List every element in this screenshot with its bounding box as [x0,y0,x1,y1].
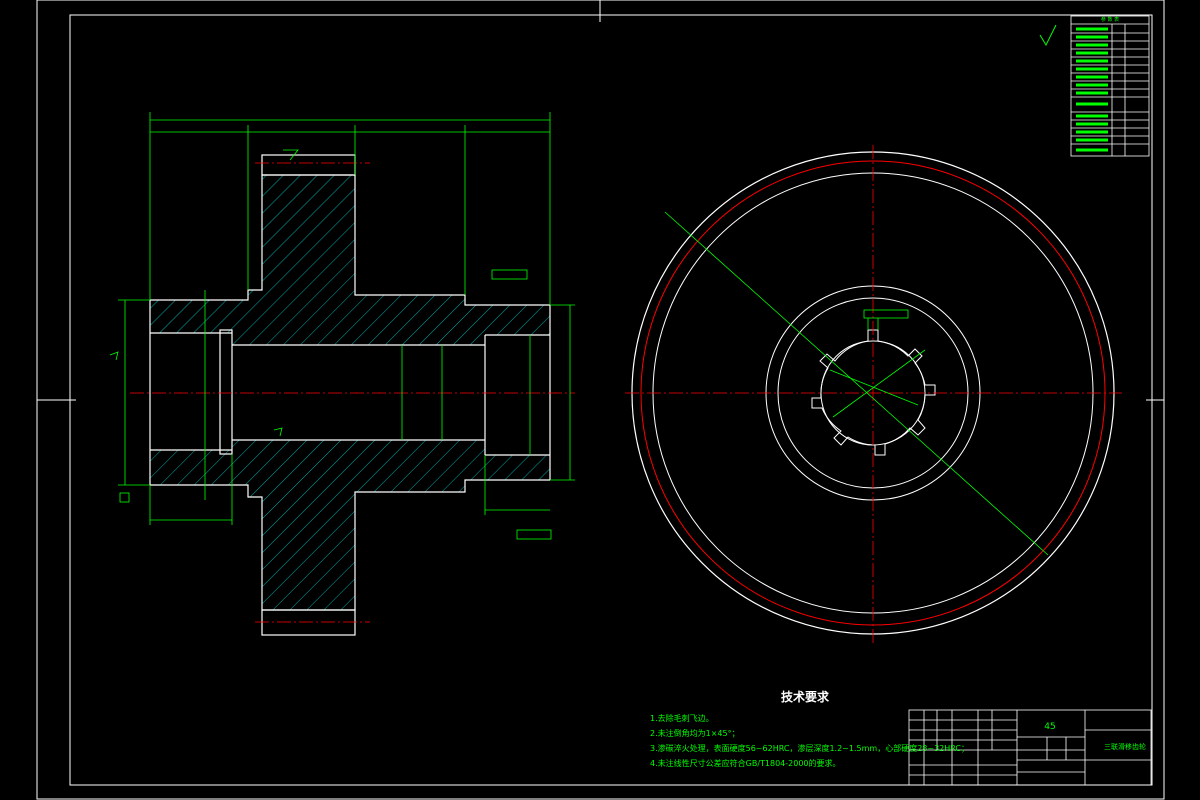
end-view-dimensions [664,211,1049,556]
parameter-table-header: 参 数 表 [1071,16,1149,24]
part-name: 三联滑移齿轮 [1104,743,1146,751]
end-view-centerlines [625,145,1122,645]
param-table-cells [1076,27,1108,152]
technical-requirements: 技术要求 1.去除毛刺飞边。 2.未注倒角均为1×45°； 3.渗碳淬火处理，表… [650,690,970,771]
upper-section-hatch [150,175,550,345]
sheet-border [36,0,1165,800]
section-view [109,112,575,636]
section-dimensions [109,112,575,540]
section-outline [149,154,551,636]
spline-hole [811,329,936,456]
parameter-table [1070,15,1150,157]
parameter-table-title: 参 数 表 [1100,17,1120,23]
section-centerlines [130,162,575,623]
technical-requirements-title: 技术要求 [780,690,829,704]
roughness-symbol [1039,24,1057,47]
title-block [908,709,1152,786]
requirement-item: 3.渗碳淬火处理，表面硬度56~62HRC，渗层深度1.2~1.5mm，心部硬度… [650,744,970,753]
requirement-item: 2.未注倒角均为1×45°； [650,729,740,738]
requirement-item: 4.未注线性尺寸公差应符合GB/T1804-2000的要求。 [650,759,841,768]
material-label: 45 [1044,722,1056,732]
requirement-item: 1.去除毛刺飞边。 [650,714,714,723]
lower-section-hatch [150,440,550,610]
end-view [625,145,1122,645]
